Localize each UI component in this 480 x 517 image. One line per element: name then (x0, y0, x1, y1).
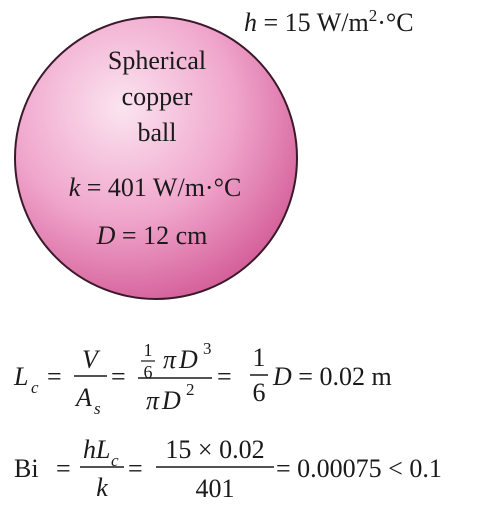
d-symbol: D (96, 221, 116, 250)
biot-denominator-value: 401 (196, 474, 235, 503)
h-unit-tail: ·°C (377, 8, 413, 37)
eq2-equals-1: = (56, 454, 71, 483)
lc-numerator-symbol: L (95, 435, 110, 464)
characteristic-length-value: = 0.02 m (292, 362, 392, 391)
sixth-numerator: 1 (144, 340, 153, 360)
area-symbol: A (74, 383, 92, 412)
lc-symbol: L (13, 362, 28, 391)
biot-symbol: Bi (14, 454, 39, 483)
h-numerator-symbol: h (83, 435, 96, 464)
h-unit-exponent: 2 (369, 6, 378, 25)
h-lc-numerator: hL (83, 435, 110, 464)
biot-number-equation: Bi = hL c k = 15 × 0.02 401 = 0.00075 < … (14, 435, 442, 503)
pi-symbol-denominator: π (146, 386, 160, 415)
area-subscript: s (94, 399, 101, 418)
sixth-denominator: 6 (144, 362, 153, 382)
h-symbol: h (244, 8, 257, 37)
characteristic-length-result: D = 0.02 m (272, 362, 392, 391)
ball-label-line-3: ball (138, 118, 177, 147)
ball-label-line-1: Spherical (108, 46, 206, 75)
d-numerator: D (178, 345, 198, 374)
k-value: = 401 W/m·°C (80, 173, 241, 202)
biot-number-result: = 0.00075 < 0.1 (276, 454, 442, 483)
one-sixth-denominator: 6 (253, 378, 266, 407)
one-sixth-numerator: 1 (253, 343, 266, 372)
copper-ball (14, 16, 298, 300)
k-denominator: k (96, 473, 108, 502)
d-result-symbol: D (272, 362, 292, 391)
d-denominator: D (161, 386, 181, 415)
eq1-equals-1: = (47, 362, 62, 391)
volume-symbol: V (82, 345, 101, 374)
biot-numerator-values: 15 × 0.02 (165, 435, 264, 464)
d-value: = 12 cm (115, 221, 207, 250)
lc-numerator-subscript: c (111, 451, 119, 470)
diameter-label: D = 12 cm (96, 221, 208, 250)
cube-exponent: 3 (203, 339, 212, 358)
eq1-equals-3: = (217, 362, 232, 391)
pi-symbol-numerator: π (163, 345, 177, 374)
eq2-equals-2: = (128, 454, 143, 483)
square-exponent: 2 (186, 380, 195, 399)
eq1-equals-2: = (111, 362, 126, 391)
k-symbol: k (69, 173, 81, 202)
thermal-conductivity-label: k = 401 W/m·°C (69, 173, 242, 202)
h-value: = 15 W/m (257, 8, 369, 37)
ball-label-line-2: copper (122, 82, 193, 111)
lc-subscript: c (31, 378, 39, 397)
convection-coefficient-label: h = 15 W/m2·°C (244, 6, 414, 37)
